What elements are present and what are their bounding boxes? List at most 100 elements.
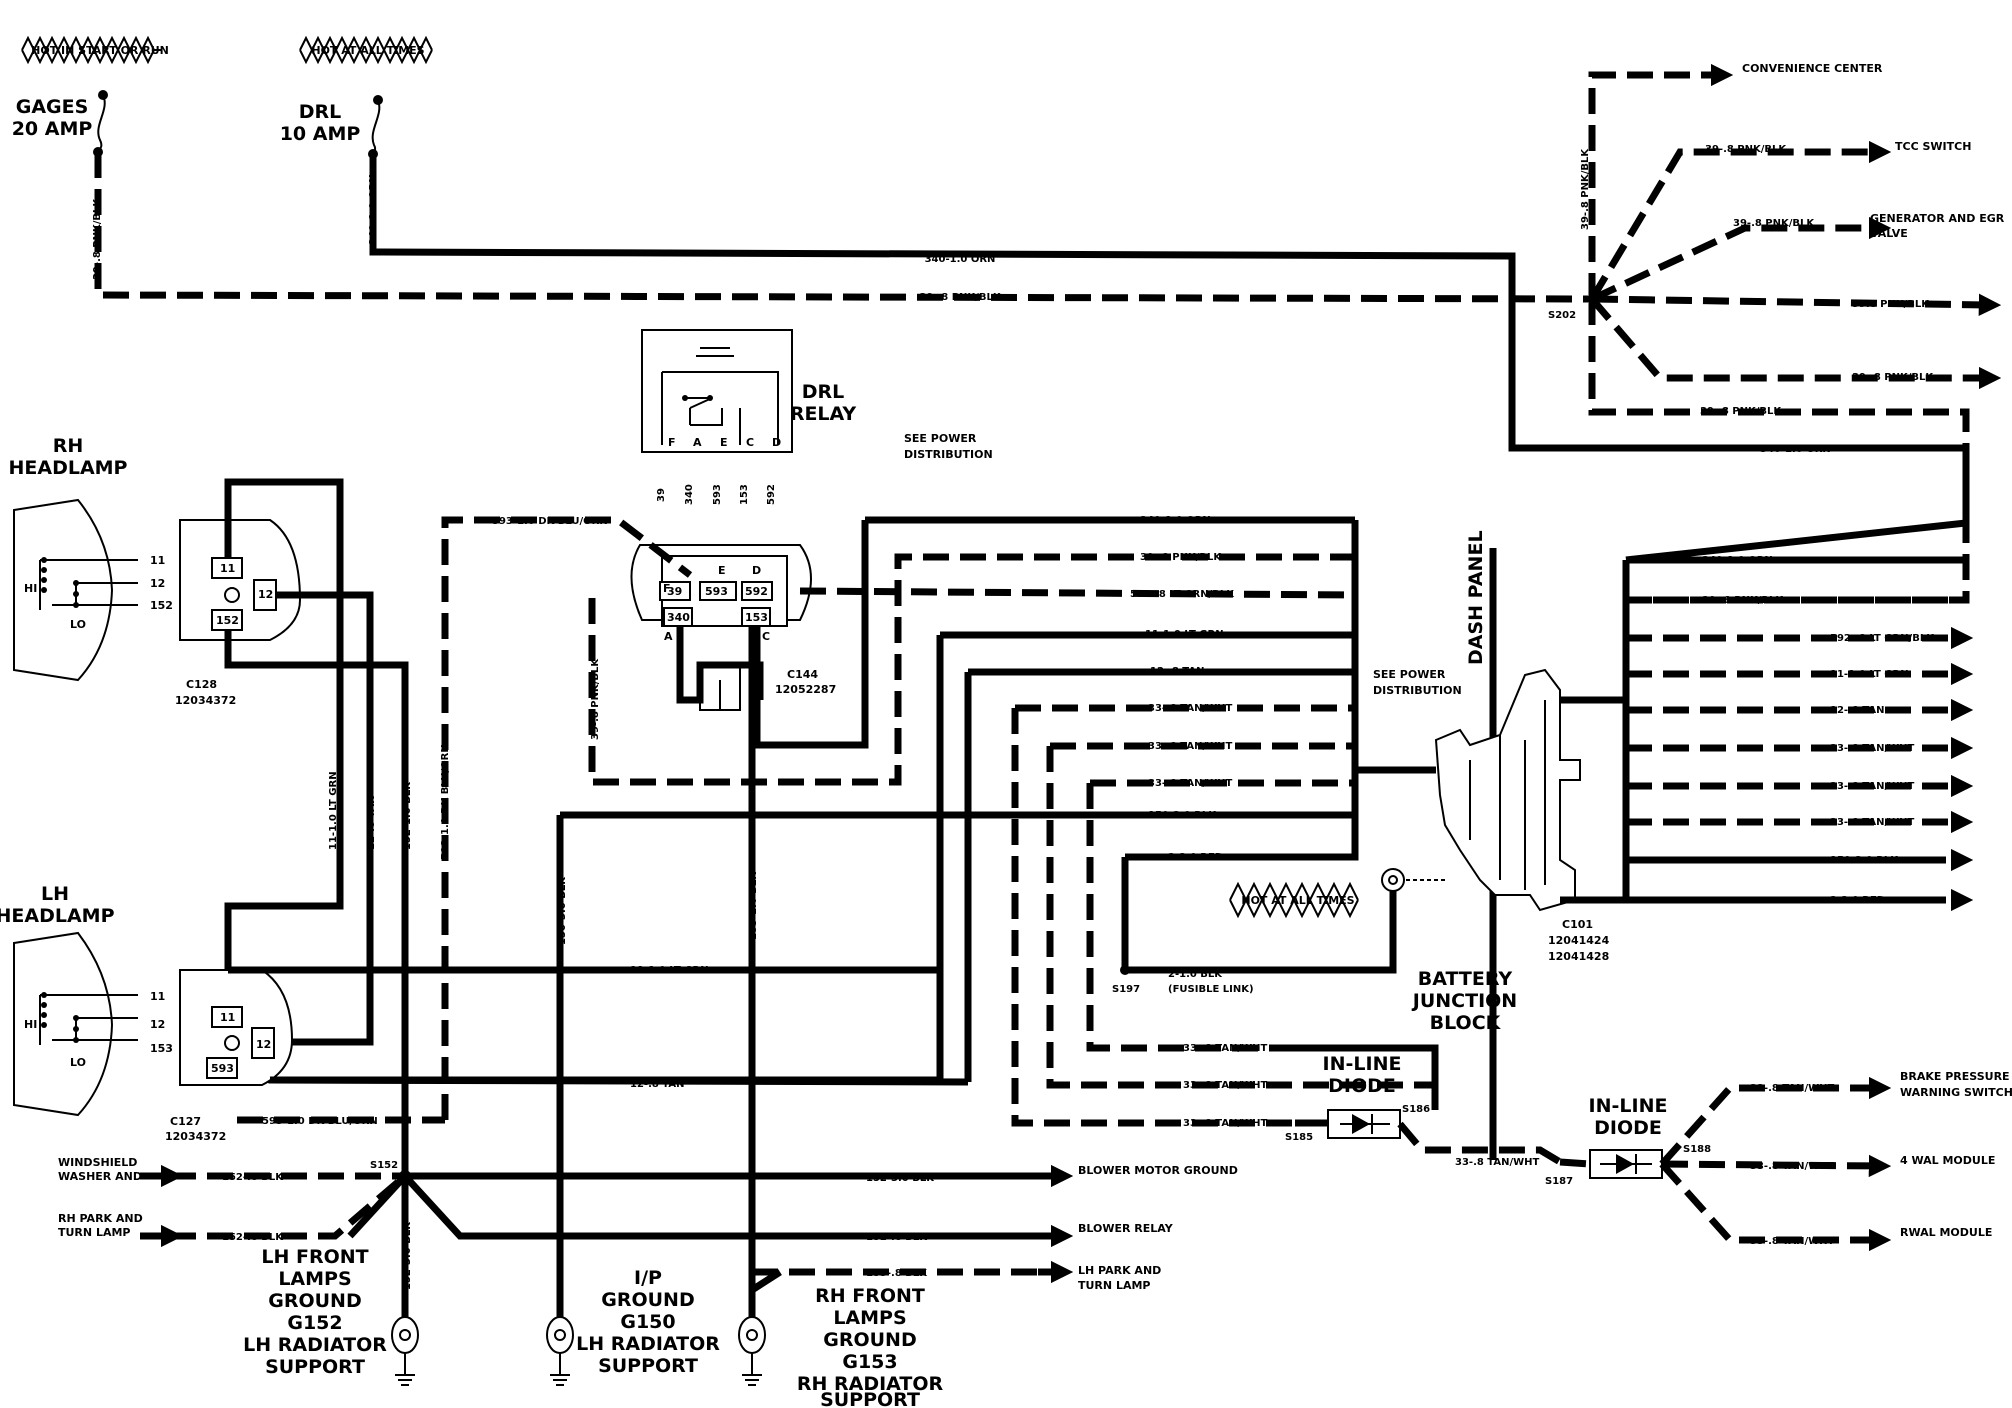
- tan-wht-1-label: 33-.8 TAN/WHT: [1148, 703, 1233, 714]
- rh-park-blk-label: 153-.8 BLK: [866, 1268, 928, 1279]
- g150-label-3: G150: [620, 1311, 675, 1333]
- hot-at-all-times-label: HOT AT ALL TIMES: [311, 44, 424, 57]
- c144-label: C144: [787, 668, 818, 681]
- diode-out-wire: [1397, 1121, 1562, 1166]
- right-wire-2-label: 39-.8 PNK/BLK: [1852, 372, 1934, 383]
- relay-circuit-153: 153: [739, 484, 750, 505]
- c144-letter-a: A: [664, 630, 673, 643]
- c101-tw1-label: 33-.8 TAN/WHT: [1830, 743, 1915, 754]
- c144-cavity-153: 153: [745, 611, 768, 624]
- drl-fuse-amp: 10 AMP: [280, 123, 361, 145]
- fusible-label-2: (FUSIBLE LINK): [1168, 984, 1254, 995]
- rh-ltgrn-wire: [224, 478, 344, 1002]
- tan-wht-wire-2: [1046, 742, 1439, 1110]
- s197-splice-icon: [1120, 965, 1130, 975]
- brake-pressure-wire: [1659, 1076, 1892, 1167]
- c127-part-number: 12034372: [165, 1130, 226, 1143]
- gen-wire-label: 39-.8 PNK/BLK: [1733, 218, 1815, 229]
- g153-label-4: G153: [842, 1351, 897, 1373]
- inline-diode-2-label-2: DIODE: [1594, 1117, 1662, 1139]
- see-power-1-line1: SEE POWER: [904, 432, 977, 445]
- tan-wht-wire-3: [1086, 779, 1355, 1052]
- gages-fuse-label: GAGES: [16, 96, 89, 118]
- pnk-vertical-label: 39-.8 PNK/BLK: [590, 658, 601, 740]
- g152-label-6: SUPPORT: [265, 1356, 365, 1378]
- red-2-wire: [1125, 520, 1436, 861]
- c144-pnk-label: 39-.8 PNK/BLK: [1140, 552, 1222, 563]
- convenience-center-wire: [1588, 63, 1734, 299]
- c101-ltgrnblk-label: 592-.8 LT GRN/BLK: [1830, 633, 1935, 644]
- blk-152-vertical-label: 152-3.0 BLK: [402, 1221, 413, 1290]
- blower-motor-ground-label: BLOWER MOTOR GROUND: [1078, 1164, 1238, 1177]
- battery-junction-label-1: BATTERY: [1418, 968, 1513, 990]
- relay-circuit-340: 340: [684, 484, 695, 505]
- pnk-39-wire: [94, 152, 1589, 303]
- rh-blk-152-wire: [224, 630, 409, 1300]
- drl-relay-label-2: RELAY: [790, 403, 857, 425]
- tan-wht-3-label: 33-.8 TAN/WHT: [1148, 778, 1233, 789]
- lh-headlamp-label-2: HEADLAMP: [0, 905, 115, 927]
- washer-blk-label: 152-.8 BLK: [222, 1172, 284, 1183]
- diode-in-1-label: 33-.8 TAN/WHT: [1183, 1043, 1268, 1054]
- c128-cavity-12: 12: [258, 588, 273, 601]
- c101-blk-label: 150-3.0 BLK: [1830, 855, 1899, 866]
- hot-at-all-times-box: HOT AT ALL TIMES: [299, 35, 433, 65]
- blower-relay-wire: [402, 1173, 1038, 1240]
- orn-mid-label: 340-1.0 ORN: [1760, 444, 1831, 455]
- see-power-2-line1: SEE POWER: [1373, 668, 1446, 681]
- dk-blu-top-label: 593-1.0 DK BLU/ORN: [492, 516, 608, 527]
- c144-ltgrnblk-label: 592-.8 LT GRN/BLK: [1130, 589, 1235, 600]
- lh-park-label-2: TURN LAMP: [1078, 1279, 1150, 1292]
- c101-label: C101: [1562, 918, 1593, 931]
- top-pnk-wire-label: 39-.8 PNK/BLK: [919, 292, 1001, 303]
- blk-153-vertical-label: 153-1.0 BLK: [748, 871, 759, 940]
- wal4-module-label: 4 WAL MODULE: [1900, 1154, 1995, 1167]
- generator-wire: [1590, 216, 1892, 303]
- c144-letter-f: F: [663, 582, 671, 595]
- rwal-wire: [1659, 1161, 1892, 1252]
- c144-cavity-592: 592: [745, 585, 768, 598]
- fusible-label-1: 2-1.0 BLK: [1168, 969, 1223, 980]
- c127-cavity-11: 11: [220, 1011, 235, 1024]
- rh-headlamp-label-1: RH: [53, 435, 84, 457]
- lh-tan-label: 12-.8 TAN: [630, 1079, 684, 1090]
- tan-wht-2-label: 33-.8 TAN/WHT: [1148, 741, 1233, 752]
- right-pnk-wire-2: [1589, 296, 2002, 390]
- c101-red-label: 2-3.0 RED: [1830, 895, 1885, 906]
- g152-label-1: LH FRONT: [261, 1246, 368, 1268]
- s188-label: S188: [1683, 1144, 1711, 1155]
- g153-label-6: SUPPORT: [820, 1389, 920, 1408]
- g153-ground-icon: [738, 1300, 766, 1386]
- s197-label: S197: [1112, 984, 1140, 995]
- g150-label-4: LH RADIATOR: [576, 1333, 720, 1355]
- tan-wht-wire-1: [1011, 704, 1355, 1127]
- s185-label: S185: [1285, 1132, 1313, 1143]
- g153-label-2: LAMPS: [833, 1307, 906, 1329]
- rwal-wire-label: 33-.8 TAN/WHT: [1750, 1236, 1835, 1247]
- right-pnk-wire-1: [1591, 293, 2002, 317]
- c144-part-number: 12052287: [775, 683, 836, 696]
- c144-cavity-593: 593: [705, 585, 728, 598]
- g152-label-2: LAMPS: [278, 1268, 351, 1290]
- inline-diode-1-label-2: DIODE: [1328, 1075, 1396, 1097]
- rh-ltgrn-vertical-label: 11-1.0 LT GRN: [328, 771, 339, 850]
- convenience-center-label: CONVENIENCE CENTER: [1742, 62, 1883, 75]
- c144-orn-wire: [753, 516, 1355, 749]
- g153-label-3: GROUND: [823, 1329, 916, 1351]
- hot-at-all-times-2-label: HOT AT ALL TIMES: [1241, 894, 1354, 907]
- rh-pin-11: 11: [150, 554, 165, 567]
- lh-lo-label: LO: [70, 1056, 86, 1069]
- generator-label-2: VALVE: [1870, 227, 1908, 240]
- lh-hi-label: HI: [24, 1018, 37, 1031]
- lh-park-label-1: LH PARK AND: [1078, 1264, 1161, 1277]
- park-blk-wire: [170, 1173, 408, 1240]
- rh-pin-12: 12: [150, 577, 165, 590]
- c127-label: C127: [170, 1115, 201, 1128]
- rh-lo-label: LO: [70, 618, 86, 631]
- c101-connector: [1434, 668, 1581, 912]
- windshield-label-2: WASHER AND: [58, 1170, 142, 1183]
- battery-junction-label-3: BLOCK: [1430, 1012, 1502, 1034]
- dk-blu-593-wire: [441, 516, 693, 1120]
- c128-label: C128: [186, 678, 217, 691]
